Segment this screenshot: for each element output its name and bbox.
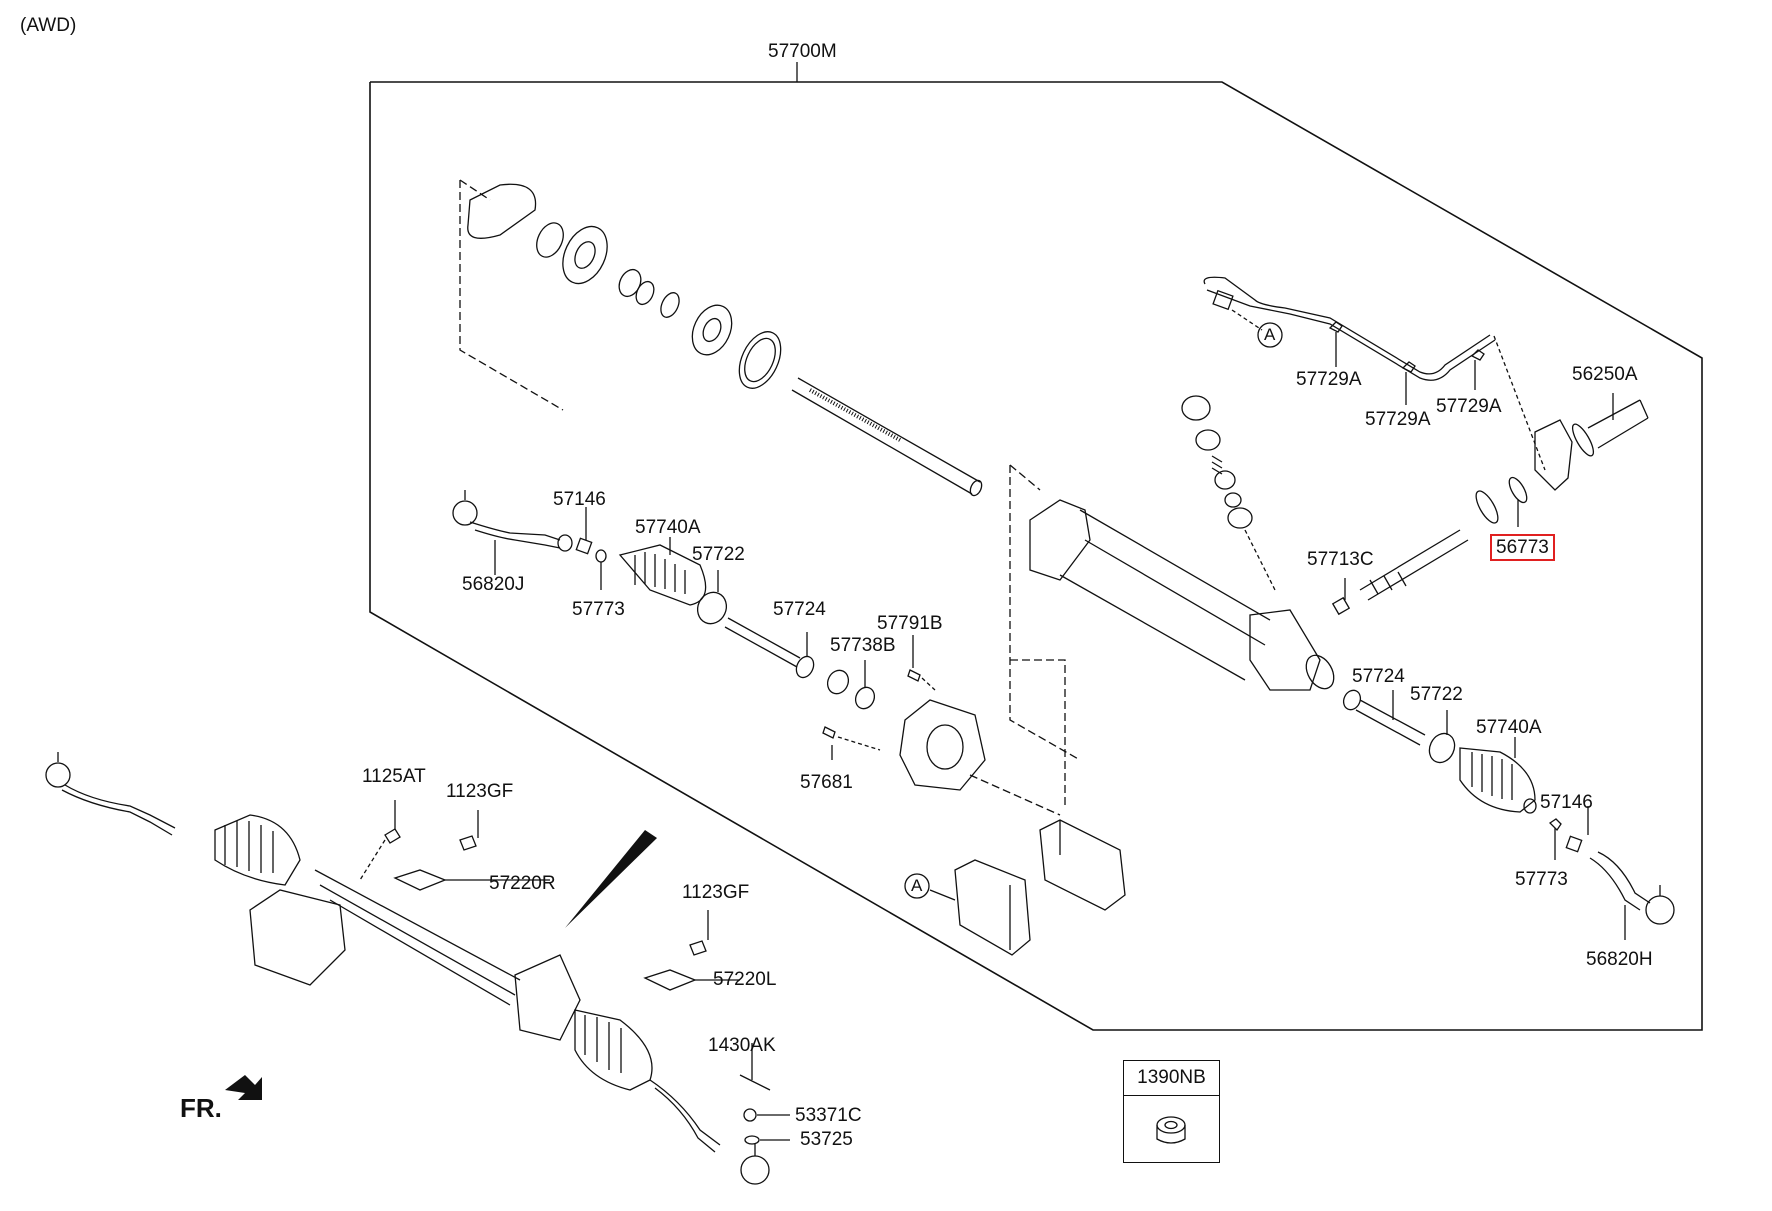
part-label-57729A-1[interactable]: 57729A [1296, 369, 1362, 390]
assembly-boundary [369, 81, 1703, 1031]
part-label-57681[interactable]: 57681 [800, 772, 853, 793]
part-label-1125AT[interactable]: 1125AT [362, 766, 426, 787]
part-label-53725[interactable]: 53725 [800, 1129, 853, 1150]
callout-box-1390NB[interactable]: 1390NB [1123, 1060, 1220, 1163]
separator-wedge [565, 830, 657, 928]
part-label-57738B[interactable]: 57738B [830, 635, 896, 656]
part-label-57773-left[interactable]: 57773 [572, 599, 625, 620]
pinion-seal-rings [1475, 476, 1528, 527]
right-tie-rod-parts [1342, 689, 1675, 940]
part-label-57722-left[interactable]: 57722 [692, 544, 745, 565]
part-label-57713C[interactable]: 57713C [1307, 549, 1374, 570]
part-label-57729A-2[interactable]: 57729A [1365, 409, 1431, 430]
variant-label: (AWD) [20, 15, 77, 36]
part-label-57146-right[interactable]: 57146 [1540, 792, 1593, 813]
part-label-57729A-3[interactable]: 57729A [1436, 396, 1502, 417]
seal-kit-parts [467, 183, 782, 389]
callout-part-number: 1390NB [1124, 1061, 1219, 1096]
plug-stack [1181, 395, 1276, 591]
part-label-56773-highlighted[interactable]: 56773 [1490, 534, 1555, 561]
seal-kit-bracket [459, 180, 564, 411]
part-label-53371C[interactable]: 53371C [795, 1105, 862, 1126]
part-label-57722-right[interactable]: 57722 [1410, 684, 1463, 705]
nut-icon [1156, 1116, 1186, 1144]
torque-sensor [1534, 393, 1649, 491]
part-label-1430AK[interactable]: 1430AK [708, 1035, 776, 1056]
ecu-module [904, 859, 1031, 956]
part-label-57791B[interactable]: 57791B [877, 613, 943, 634]
front-direction-arrow [225, 1075, 262, 1100]
reference-marker-a-ecu: A [911, 876, 923, 895]
part-label-56820H[interactable]: 56820H [1586, 949, 1653, 970]
reference-marker-a-harness: A [1264, 325, 1276, 344]
part-label-57146-left[interactable]: 57146 [553, 489, 606, 510]
part-label-57220L[interactable]: 57220L [713, 969, 777, 990]
installed-steering-gear [45, 752, 790, 1185]
part-label-57220R[interactable]: 57220R [489, 873, 556, 894]
part-label-56250A[interactable]: 56250A [1572, 364, 1638, 385]
wiring-harness [1203, 276, 1546, 471]
front-direction-label: FR. [180, 1093, 222, 1123]
part-label-57740A-right[interactable]: 57740A [1476, 717, 1542, 738]
part-label-56820J[interactable]: 56820J [462, 574, 525, 595]
gear-housing [1009, 464, 1335, 761]
pinion-shaft [1331, 529, 1469, 616]
part-label-1123GF-right[interactable]: 1123GF [446, 781, 514, 802]
part-label-57724-left[interactable]: 57724 [773, 599, 826, 620]
part-label-57740A-left[interactable]: 57740A [635, 517, 701, 538]
part-label-1123GF-left[interactable]: 1123GF [682, 882, 750, 903]
rack-bar [791, 377, 983, 497]
part-label-57773-right[interactable]: 57773 [1515, 869, 1568, 890]
left-tie-rod-parts [452, 490, 936, 760]
seal-kit-bracket-top [459, 179, 491, 201]
reference-marker-a-circle [1257, 322, 1283, 348]
callout-body [1124, 1096, 1219, 1162]
part-label-57724-right[interactable]: 57724 [1352, 666, 1405, 687]
part-label-57700M[interactable]: 57700M [768, 41, 837, 62]
reducer-housing [899, 659, 1066, 816]
electric-motor [1039, 819, 1126, 911]
harness-clips [1328, 321, 1485, 405]
